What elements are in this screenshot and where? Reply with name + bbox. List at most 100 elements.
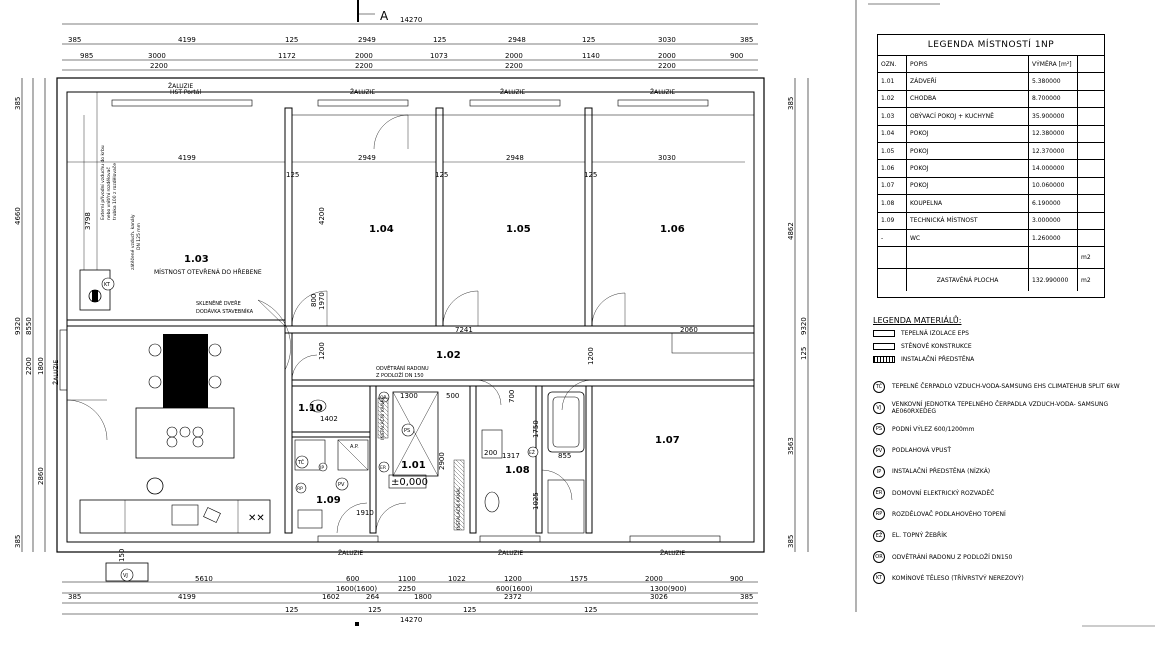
dim-top3-1: 2200 bbox=[150, 62, 168, 70]
table-cell: m2 bbox=[1081, 276, 1091, 284]
dimension-label: 2060 bbox=[680, 326, 698, 334]
table-cell: 1.08 bbox=[878, 194, 907, 213]
dim-bottom2-1: 1600(1600) bbox=[336, 585, 377, 593]
table-cell: KOUPELNA bbox=[906, 194, 1029, 213]
room-107: 1.07 bbox=[655, 435, 680, 446]
table-cell bbox=[1077, 194, 1104, 213]
table-cell: ZÁDVEŘÍ bbox=[906, 72, 1029, 91]
dimension-label: 2949 bbox=[358, 154, 376, 162]
dim-top-5: 125 bbox=[433, 36, 446, 44]
dim-right-5: 3563 bbox=[787, 437, 795, 455]
table-cell bbox=[1077, 212, 1104, 230]
legend-text: STĚNOVÉ KONSTRUKCE bbox=[901, 343, 972, 350]
dim-top-8: 3030 bbox=[658, 36, 676, 44]
kt-icon: KT bbox=[873, 572, 885, 585]
furniture-living: ✕✕ bbox=[79, 334, 271, 534]
rp-icon: RP bbox=[873, 508, 885, 521]
table-cell: 3.000000 bbox=[1028, 212, 1078, 230]
list-item: RP ROZDĚLOVAČ PODLAHOVÉHO TOPENÍ bbox=[873, 504, 1143, 525]
pv-symbol: PV bbox=[338, 482, 345, 488]
dimension-label: 800 bbox=[310, 294, 318, 307]
dim-bottom-5: 1200 bbox=[504, 575, 522, 583]
dimension-label: DN 125 mm bbox=[136, 223, 142, 250]
hatch-swatch bbox=[873, 356, 895, 363]
legend-text: INSTALAČNÍ PŘEDSTĚNA bbox=[901, 356, 975, 363]
dimension-label: ✕✕ bbox=[248, 513, 265, 524]
table-cell: POKOJ bbox=[906, 142, 1029, 161]
dimension-label: 125 bbox=[286, 171, 299, 179]
ip-symbol: IP bbox=[320, 465, 324, 471]
table-cell bbox=[878, 268, 907, 291]
legend-text: ROZDĚLOVAČ PODLAHOVÉHO TOPENÍ bbox=[892, 510, 1006, 518]
dim-bottom-6: 1575 bbox=[570, 575, 588, 583]
rp-symbol: RP bbox=[297, 486, 303, 492]
table-cell: POPIS bbox=[906, 56, 1029, 74]
dim-top-7: 125 bbox=[582, 36, 595, 44]
level-mark: ±0,000 bbox=[391, 477, 428, 488]
table-cell: 12.370000 bbox=[1028, 142, 1078, 161]
table-cell: WC bbox=[906, 229, 1029, 248]
legend-title: LEGENDA MÍSTNOSTÍ 1NP bbox=[878, 35, 1104, 56]
table-cell: m2 bbox=[1077, 246, 1104, 270]
dimension-label: Externí přívodní vzduchu do krbu bbox=[99, 145, 106, 220]
legend-text: TEPELNÁ IZOLACE EPS bbox=[901, 330, 969, 337]
dimension-label: 2948 bbox=[506, 154, 524, 162]
dimension-label: 1200 bbox=[318, 342, 326, 360]
tc-icon: TČ bbox=[873, 380, 885, 393]
total-width-bottom: 14270 bbox=[400, 616, 422, 624]
legend-header-row: OZN. POPIS VÝMĚRA [m²] bbox=[878, 56, 1104, 74]
ip-icon: IP bbox=[873, 465, 885, 478]
table-cell: 10.060000 bbox=[1028, 177, 1078, 196]
legend-text: ODVĚTRÁNÍ RADONU Z PODLOŽÍ DN150 bbox=[892, 553, 1013, 561]
dim-top2-2: 3000 bbox=[148, 52, 166, 60]
section-marker: A bbox=[355, 0, 389, 626]
chimney-stove: KT Externí přívodní vzduchu do krbu nebo… bbox=[79, 92, 142, 311]
dimension-label: 1317 bbox=[502, 452, 520, 460]
table-cell bbox=[1077, 90, 1104, 109]
table-cell: 1.260000 bbox=[1028, 229, 1078, 248]
dim-bottom-7: 2000 bbox=[645, 575, 663, 583]
window-label-3: ŽALUZIE bbox=[650, 88, 675, 96]
dimension-label: trubka 100 z rozdělovače bbox=[111, 163, 118, 220]
dim-left-8: 385 bbox=[14, 535, 22, 548]
er-icon: ER bbox=[873, 487, 885, 500]
dimension-label: 1970 bbox=[318, 292, 326, 310]
section-marker-label: A bbox=[380, 9, 389, 23]
table-cell: OZN. bbox=[878, 56, 907, 74]
dim-top2-5: 1073 bbox=[430, 52, 448, 60]
room-104: 1.04 bbox=[369, 224, 394, 235]
window-label-5: ŽALUZIE bbox=[498, 549, 523, 557]
ps-symbol: PS bbox=[404, 428, 410, 434]
table-cell bbox=[1077, 125, 1104, 143]
legend-text: VENKOVNÍ JEDNOTKA TEPELNÉHO ČERPADLA VZD… bbox=[891, 400, 1109, 415]
table-cell: 1.06 bbox=[878, 159, 907, 178]
room-103: 1.03 bbox=[184, 254, 209, 265]
outdoor-unit: VJ 150 bbox=[105, 549, 149, 582]
tc-symbol: TČ bbox=[297, 459, 305, 466]
table-cell bbox=[1077, 229, 1104, 248]
instal-kanal-1: INSTALAČNÍ KANÁL bbox=[379, 397, 386, 440]
dim-bottom3-2: 4199 bbox=[178, 593, 196, 601]
list-item: STĚNOVÉ KONSTRUKCE bbox=[873, 340, 1143, 353]
table-cell bbox=[1028, 246, 1078, 270]
glass-door-note-1: SKLENĚNÉ DVEŘE bbox=[196, 299, 241, 307]
dim-left-9: 3798 bbox=[84, 212, 92, 230]
dim-right-1: 385 bbox=[787, 97, 795, 110]
dim-top-3: 125 bbox=[285, 36, 298, 44]
dimension-label: 200 bbox=[484, 449, 497, 457]
room-legend: LEGENDA MÍSTNOSTÍ 1NP OZN. POPIS VÝMĚRA … bbox=[877, 34, 1105, 298]
dim-bottom-1: 5610 bbox=[195, 575, 213, 583]
dim-bottom4-3: 125 bbox=[463, 606, 476, 614]
dim-bottom3-6: 1800 bbox=[414, 593, 432, 601]
dim-top2-4: 2000 bbox=[355, 52, 373, 60]
